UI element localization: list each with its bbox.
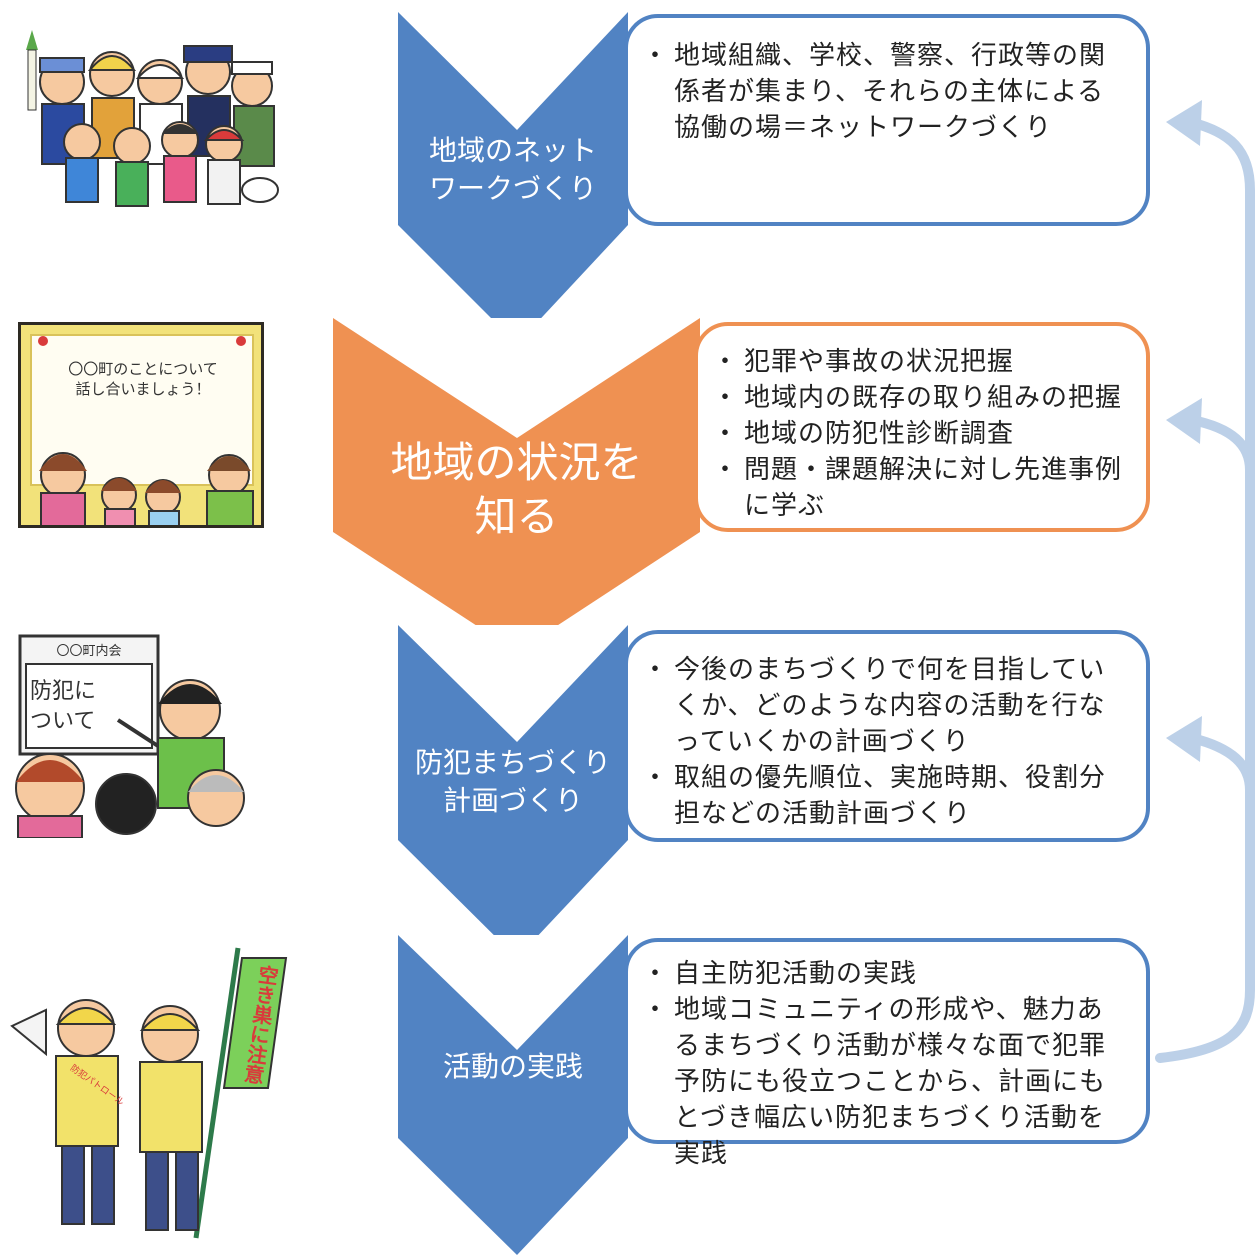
community-group-illustration <box>12 22 284 212</box>
lecture-board-line-2: ついて <box>30 709 96 734</box>
step-1-label: 地域のネット ワークづくり <box>398 132 628 208</box>
meeting-board-line-1: 〇〇町のことについて <box>68 360 218 378</box>
step-3-description-box: 今後のまちづくりで何を目指していくか、どのような内容の活動を行なっていくかの計画… <box>624 630 1150 842</box>
step-3-label-line1: 防犯まちづくり <box>414 746 611 779</box>
step-4-label: 活動の実践 <box>398 1048 628 1086</box>
lecture-board-header: 〇〇町内会 <box>56 644 122 659</box>
step-2-notch <box>333 318 700 438</box>
step-4-notch <box>398 935 628 1050</box>
step-4-bullet-2: 地域コミュニティの形成や、魅力あるまちづくり活動が様々な面で犯罪予防にも役立つこ… <box>642 992 1124 1172</box>
step-3-bullet-2: 取組の優先順位、実施時期、役割分担などの活動計画づくり <box>642 760 1124 832</box>
patrol-illustration: 空き巣に注意 防犯パトロール <box>6 938 298 1246</box>
meeting-board-line-2: 話し合いましょう！ <box>75 380 211 398</box>
step-4-chevron <box>398 935 628 1255</box>
step-4-bullet-1: 自主防犯活動の実践 <box>642 956 1124 992</box>
step-1-label-line2: ワークづくり <box>428 171 597 205</box>
step-3-chevron <box>398 625 628 958</box>
feedback-arrowhead-2 <box>1166 398 1202 444</box>
step-1-description-box: 地域組織、学校、警察、行政等の関係者が集まり、それらの主体による協働の場＝ネット… <box>624 14 1150 226</box>
step-4-label-line1: 活動の実践 <box>442 1050 583 1083</box>
step-3-bullet-1: 今後のまちづくりで何を目指していくか、どのような内容の活動を行なっていくかの計画… <box>642 652 1124 760</box>
meeting-board-illustration: 〇〇町のことについて 話し合いましょう！ <box>18 322 264 528</box>
meeting-board-text: 〇〇町のことについて 話し合いましょう！ <box>33 359 253 399</box>
step-2-bullet-1: 犯罪や事故の状況把握 <box>712 344 1130 380</box>
crime-prevention-lecture-illustration: 〇〇町内会 防犯に ついて <box>8 628 248 838</box>
lecture-board-line-1: 防犯に <box>30 679 97 704</box>
step-2-chevron <box>333 318 700 652</box>
feedback-arrowhead-1 <box>1166 100 1202 146</box>
step-1-notch <box>398 12 628 130</box>
feedback-branch-2 <box>1187 415 1255 475</box>
step-1-chevron <box>398 12 628 344</box>
step-3-label-line2: 計画づくり <box>442 783 583 817</box>
step-2-bullet-4: 問題・課題解決に対し先進事例に学ぶ <box>712 452 1130 524</box>
step-2-description-box: 犯罪や事故の状況把握 地域内の既存の取り組みの把握 地域の防犯性診断調査 問題・… <box>694 322 1150 532</box>
step-1-label-line1: 地域のネット <box>428 134 597 167</box>
step-2-label: 地域の状況を 知る <box>333 436 700 544</box>
feedback-loop-line <box>1155 117 1255 1063</box>
step-2-label-line1: 地域の状況を <box>390 438 643 487</box>
step-2-label-line2: 知る <box>474 492 559 541</box>
step-2-bullet-2: 地域内の既存の取り組みの把握 <box>712 380 1130 416</box>
feedback-arrowhead-3 <box>1166 716 1202 762</box>
step-3-notch <box>398 625 628 742</box>
feedback-branch-3 <box>1187 733 1255 795</box>
step-4-description-box: 自主防犯活動の実践 地域コミュニティの形成や、魅力あるまちづくり活動が様々な面で… <box>624 938 1150 1169</box>
step-3-label: 防犯まちづくり 計画づくり <box>398 744 628 820</box>
step-1-bullet-1: 地域組織、学校、警察、行政等の関係者が集まり、それらの主体による協働の場＝ネット… <box>642 38 1124 146</box>
step-2-bullet-3: 地域の防犯性診断調査 <box>712 416 1130 452</box>
